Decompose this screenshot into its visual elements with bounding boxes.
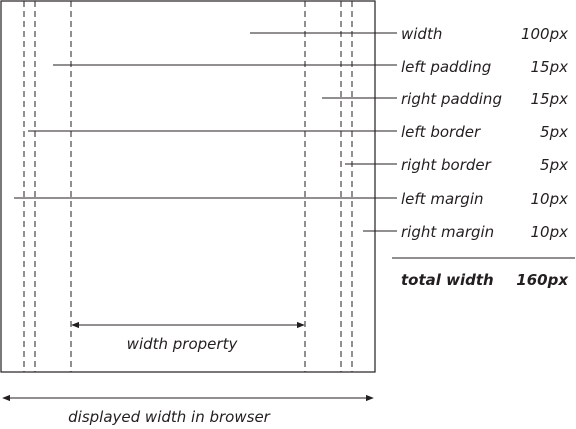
total-value: 160px [516,271,569,289]
value-right-padding: 15px [531,90,569,108]
value-right-margin: 10px [531,223,569,241]
label-width: width [401,25,442,43]
leader-lines [14,32,397,232]
value-width: 100px [521,25,568,43]
label-right-margin: right margin [401,223,494,241]
value-left-padding: 15px [531,58,569,76]
label-left-border: left border [401,123,481,141]
row-labels: width 100px left padding 15px right padd… [401,25,568,241]
label-left-margin: left margin [401,190,484,208]
label-left-padding: left padding [401,58,491,76]
boundary-lines [23,1,353,372]
displayed-width-label: displayed width in browser [68,408,271,426]
total-label: total width [401,271,494,289]
value-left-border: 5px [540,123,568,141]
label-right-border: right border [401,156,492,174]
browser-box [0,0,376,373]
value-left-margin: 10px [531,190,569,208]
width-property-label: width property [127,335,239,353]
value-right-border: 5px [540,156,568,174]
label-right-padding: right padding [401,90,502,108]
